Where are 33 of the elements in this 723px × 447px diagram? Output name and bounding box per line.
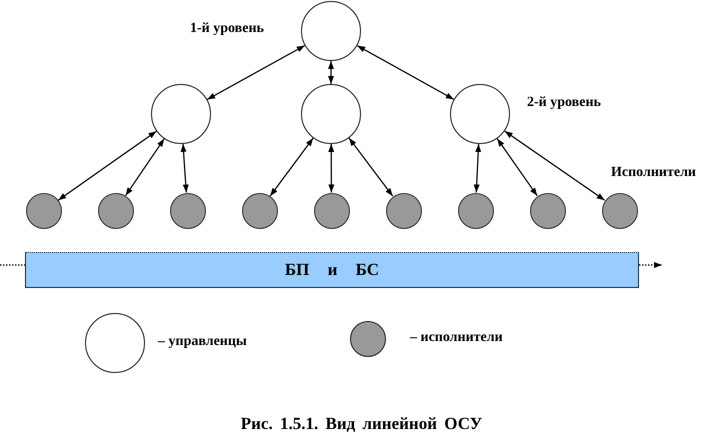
level-label: 1-й уровень [190, 21, 264, 37]
performer-circle [458, 192, 494, 228]
performer-circle [170, 192, 206, 228]
double-headed-arrow [328, 144, 334, 192]
double-headed-arrow [348, 138, 394, 196]
legend-text: – исполнители [410, 330, 503, 346]
double-headed-arrow [496, 138, 538, 196]
performer-circle [26, 192, 62, 228]
figure-caption: Рис. 1.5.1. Вид линейной ОСУ [240, 414, 482, 433]
performer-circle [602, 192, 638, 228]
double-headed-arrow [270, 138, 314, 196]
manager-circle [450, 84, 510, 144]
performer-circle [98, 192, 134, 228]
row-label: Исполнители [611, 165, 696, 181]
double-headed-arrow [206, 44, 306, 100]
performer-circle [314, 192, 350, 228]
performer-circle [242, 192, 278, 228]
double-headed-arrow [504, 130, 606, 201]
dotted-arrow [639, 262, 662, 268]
dotted-connector-line [0, 264, 25, 266]
banner-bar [25, 252, 639, 288]
double-headed-arrow [58, 130, 157, 201]
double-headed-arrow [474, 144, 482, 193]
performer-circle [386, 192, 422, 228]
double-headed-arrow [180, 144, 189, 193]
double-headed-arrow [328, 61, 334, 84]
level-label: 2-й уровень [527, 95, 601, 111]
double-headed-arrow [356, 45, 454, 100]
bar-text: БП и БС [284, 260, 380, 280]
performer-circle [530, 192, 566, 228]
double-headed-arrow [125, 138, 165, 196]
manager-circle [151, 84, 211, 144]
legend-text: – управленцы [158, 334, 247, 350]
